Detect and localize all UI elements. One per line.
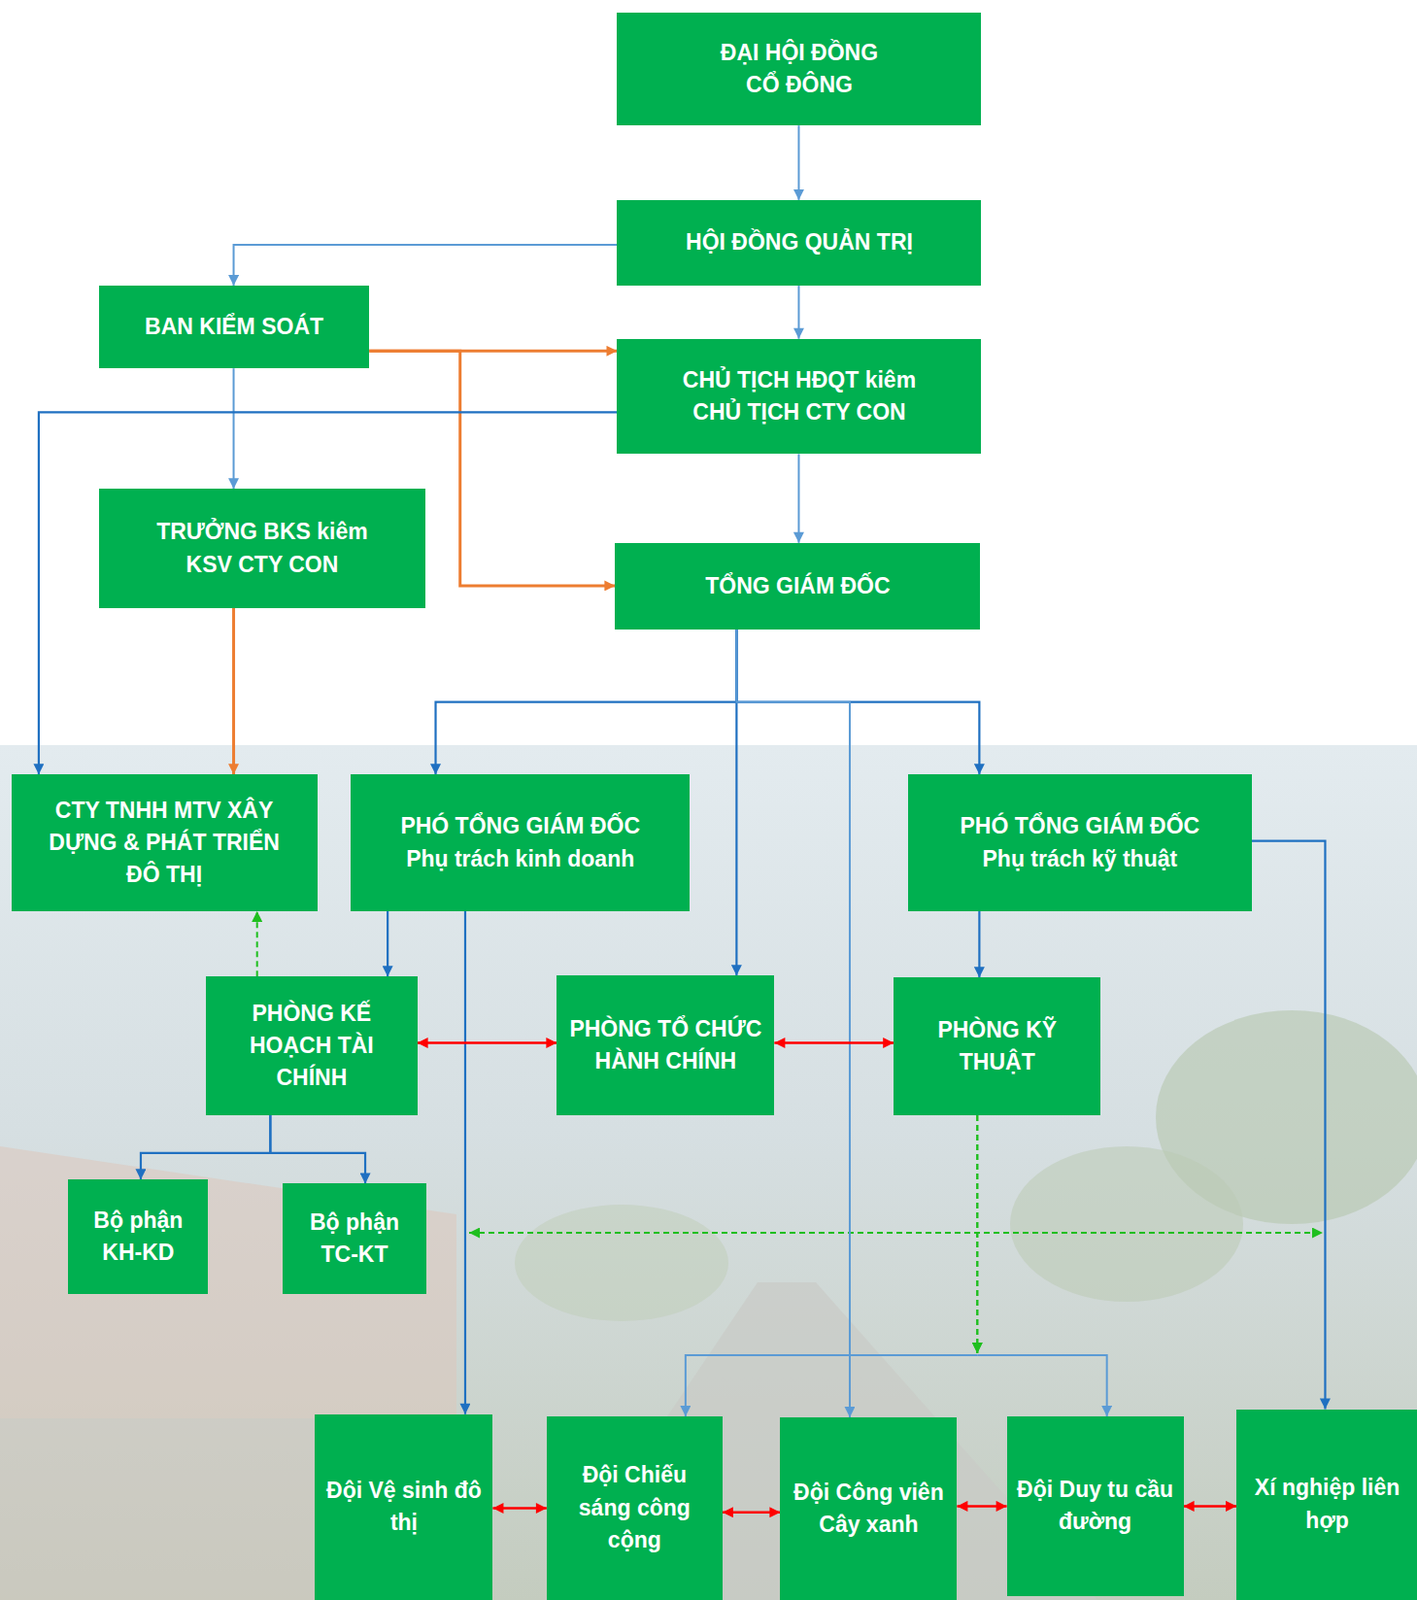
box-label: CTY TNHH MTV XÂY DỰNG & PHÁT TRIỂN ĐÔ TH… [42,794,286,892]
box-label: PHÓ TỔNG GIÁM ĐỐC Phụ trách kinh doanh [389,809,652,876]
box-label: Xí nghiệp liên hợp [1244,1471,1411,1537]
org-box: CTY TNHH MTV XÂY DỰNG & PHÁT TRIỂN ĐÔ TH… [11,774,318,911]
connector-line [464,910,467,1415]
connector [464,910,466,1415]
connector-line [38,411,618,775]
connector-line [140,1114,270,1180]
connector-line [956,1504,1007,1508]
dashed-connector-line [976,1114,979,1353]
org-box: Đội Vệ sinh đô thị [314,1414,493,1600]
connector-line [1183,1504,1237,1508]
org-box: PHÓ TỔNG GIÁM ĐỐC Phụ trách kỹ thuật [908,774,1252,911]
org-box: Đội Chiếu sáng công cộng [546,1416,723,1600]
connector [722,1511,781,1513]
box-label: TRƯỞNG BKS kiêm KSV CTY CON [142,515,381,581]
box-label: PHÒNG KỸ THUẬT [901,1013,1093,1080]
org-box: Bộ phận KH-KD [67,1179,208,1294]
org-box: PHÒNG TỔ CHỨC HÀNH CHÍNH [556,975,775,1115]
connector-line [774,1041,894,1045]
connector [1183,1505,1237,1507]
connector-line [417,1041,558,1045]
box-label: HỘI ĐỒNG QUẢN TRỊ [685,226,913,259]
box-label: Bộ phận KH-KD [75,1204,201,1270]
connector [685,1114,978,1417]
connector-line [232,607,236,775]
org-box: ĐẠI HỘI ĐỒNG CỔ ĐÔNG [616,12,981,127]
box-label: ĐẠI HỘI ĐỒNG CỔ ĐÔNG [708,36,889,102]
connector [798,125,800,201]
connector [233,607,235,775]
org-box: PHÓ TỔNG GIÁM ĐỐC Phụ trách kinh doanh [350,774,690,911]
connector [1251,841,1326,1410]
connector [774,1042,894,1044]
box-label: Bộ phận TC-KT [290,1206,419,1272]
box-label: PHÒNG KẾ HOẠCH TÀI CHÍNH [248,997,375,1095]
org-box: PHÒNG KẾ HOẠCH TÀI CHÍNH [205,976,417,1115]
org-box: Xí nghiệp liên hợp [1236,1409,1417,1600]
org-box: TRƯỞNG BKS kiêm KSV CTY CON [99,488,426,608]
connector-line [436,629,738,775]
connector [977,1114,1107,1417]
box-label: Đội Công viên Cây xanh [787,1476,949,1542]
connector-line [685,1354,978,1417]
connector-line [1251,841,1326,1410]
connector [256,910,258,977]
connectors [38,125,1326,1512]
connector [492,1507,546,1509]
connector [387,910,389,977]
connector-line [978,910,980,978]
photo-building [0,1146,457,1418]
connector-line [492,1506,546,1510]
box-label: BAN KIỂM SOÁT [144,310,324,343]
connector-line [269,1114,366,1183]
connector [978,910,980,978]
connector [417,1042,558,1044]
connector-line [797,285,800,339]
connector [140,1114,270,1180]
org-box: TỔNG GIÁM ĐỐC [614,542,980,630]
connector [38,411,618,775]
connector [956,1505,1007,1507]
dashed-coordination-line [469,1231,1323,1234]
org-box: CHỦ TỊCH HĐQT kiêm CHỦ TỊCH CTY CON [616,338,981,455]
connector-line [797,125,800,201]
connector-line [234,244,618,286]
org-box: Đội Duy tu cầu đường [1007,1416,1184,1596]
org-box: Bộ phận TC-KT [282,1182,427,1293]
dashed-connector-line [976,1114,979,1353]
box-label: CHỦ TỊCH HĐQT kiêm CHỦ TỊCH CTY CON [658,364,941,430]
connector-line [256,910,259,977]
connector-line [977,1354,1107,1417]
photo-tree [1010,1146,1244,1302]
connector [269,1114,366,1183]
box-label: Đội Duy tu cầu đường [1014,1473,1177,1539]
connector [798,453,800,542]
photo-tree [514,1204,729,1321]
connector-line [797,453,800,542]
connector [798,285,800,339]
box-label: PHÓ TỔNG GIÁM ĐỐC Phụ trách kỹ thuật [948,809,1212,876]
box-label: Đội Vệ sinh đô thị [322,1474,485,1540]
org-box: BAN KIỂM SOÁT [99,285,370,369]
org-box: PHÒNG KỸ THUẬT [893,977,1101,1115]
connector [234,244,618,286]
box-label: TỔNG GIÁM ĐỐC [705,570,890,603]
box-label: PHÒNG TỔ CHỨC HÀNH CHÍNH [564,1012,767,1079]
connector [436,629,738,775]
photo-backdrop [0,744,1417,1600]
connector-line [233,368,236,489]
connector-line [722,1510,781,1514]
connector-line [386,910,389,977]
org-box: HỘI ĐỒNG QUẢN TRỊ [616,200,981,286]
connector [233,368,235,489]
box-label: Đội Chiếu sáng công cộng [554,1458,715,1556]
org-box: Đội Công viên Cây xanh [779,1417,957,1600]
